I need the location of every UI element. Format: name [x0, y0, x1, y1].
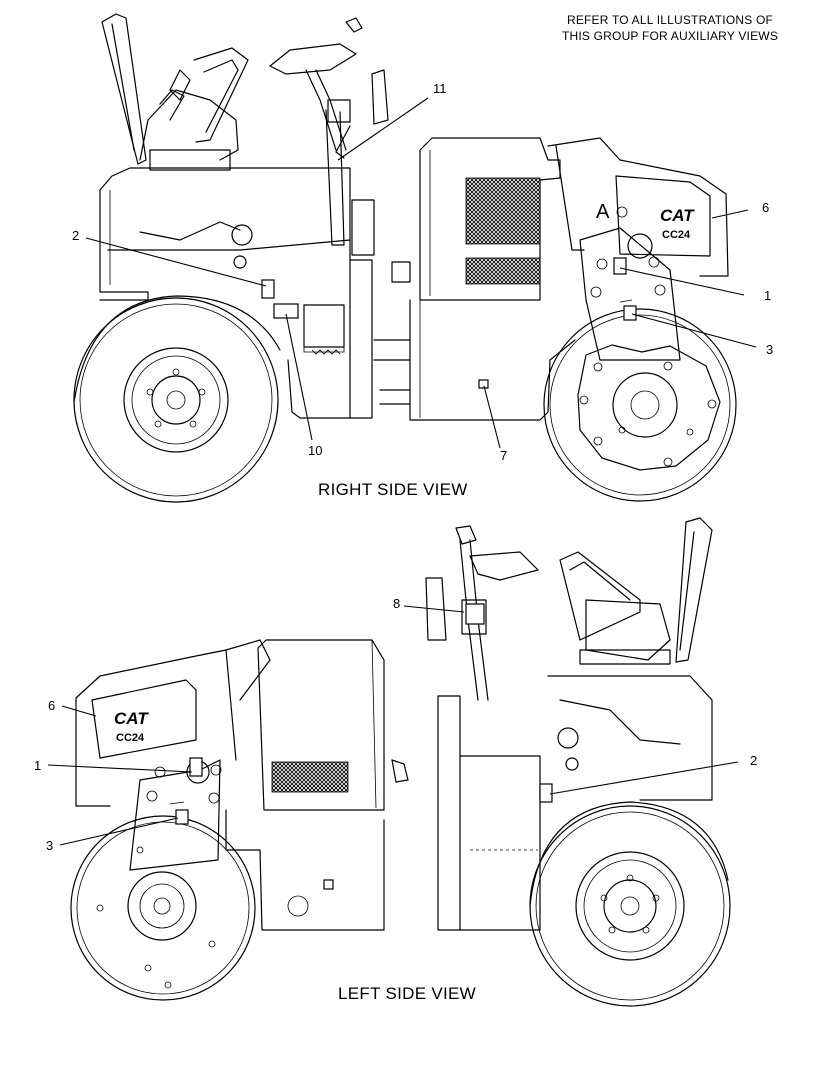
left-view-seat	[547, 517, 713, 801]
callout-2-left: 2	[750, 753, 757, 768]
left-side-view-drawing: CAT CC24 8 6 1 3 2	[34, 517, 757, 1007]
right-view-brand-label: CAT	[660, 206, 695, 225]
leader-line-11	[337, 97, 429, 161]
leader-line-3-right	[631, 313, 757, 348]
left-view-body	[225, 639, 409, 931]
right-view-model-label: CC24	[662, 229, 691, 241]
callout-11: 11	[433, 81, 447, 96]
callout-3-right: 3	[766, 342, 773, 357]
left-view-steering	[425, 525, 541, 931]
callout-10: 10	[308, 443, 322, 458]
auxiliary-views-note: REFER TO ALL ILLUSTRATIONS OF THIS GROUP…	[520, 12, 820, 44]
right-view-seat	[101, 13, 249, 171]
left-view-front-drum	[70, 815, 256, 1001]
left-side-view-title: LEFT SIDE VIEW	[338, 984, 477, 1003]
right-view-steering	[269, 17, 389, 159]
leader-line-8	[403, 605, 465, 613]
callout-1-left: 1	[34, 758, 41, 773]
right-view-decal-10	[273, 303, 299, 319]
note-line-1: REFER TO ALL ILLUSTRATIONS OF	[566, 13, 774, 27]
callout-8: 8	[393, 596, 400, 611]
left-view-front-frame	[75, 639, 271, 871]
leader-line-7	[483, 385, 501, 449]
right-view-front-drum	[543, 308, 737, 502]
view-marker-a: A	[596, 201, 610, 223]
callout-1-right: 1	[764, 288, 771, 303]
left-view-rear-wheel	[529, 801, 731, 1007]
right-view-body	[373, 137, 576, 421]
leader-line-1-left	[47, 764, 193, 773]
leader-line-10	[285, 313, 313, 441]
right-side-view-title: RIGHT SIDE VIEW	[318, 480, 468, 499]
callout-3-left: 3	[46, 838, 53, 853]
right-view-decal-2	[261, 279, 275, 299]
callout-6-right: 6	[762, 200, 769, 215]
leader-line-3-left	[59, 817, 179, 846]
left-view-decal-2	[539, 783, 553, 803]
note-line-2: THIS GROUP FOR AUXILIARY VIEWS	[561, 29, 779, 43]
callout-6-left: 6	[48, 698, 55, 713]
callout-2-right: 2	[72, 228, 79, 243]
left-view-brand-label: CAT	[114, 709, 149, 728]
right-side-view-drawing: CAT CC24 A 11 2 6 1 3 10 7	[72, 13, 773, 503]
callout-7: 7	[500, 448, 507, 463]
leader-line-6-right	[711, 209, 749, 219]
leader-line-2-right	[85, 237, 267, 287]
right-view-front-frame	[547, 137, 729, 361]
right-view-rear-wheel	[73, 295, 281, 503]
left-view-model-label: CC24	[116, 732, 145, 744]
left-view-decal-8	[465, 603, 485, 625]
leader-line-1-right	[619, 267, 745, 296]
right-view-rear-chassis	[99, 109, 375, 419]
leader-line-6-left	[61, 705, 97, 717]
leader-line-2-left	[549, 761, 739, 795]
